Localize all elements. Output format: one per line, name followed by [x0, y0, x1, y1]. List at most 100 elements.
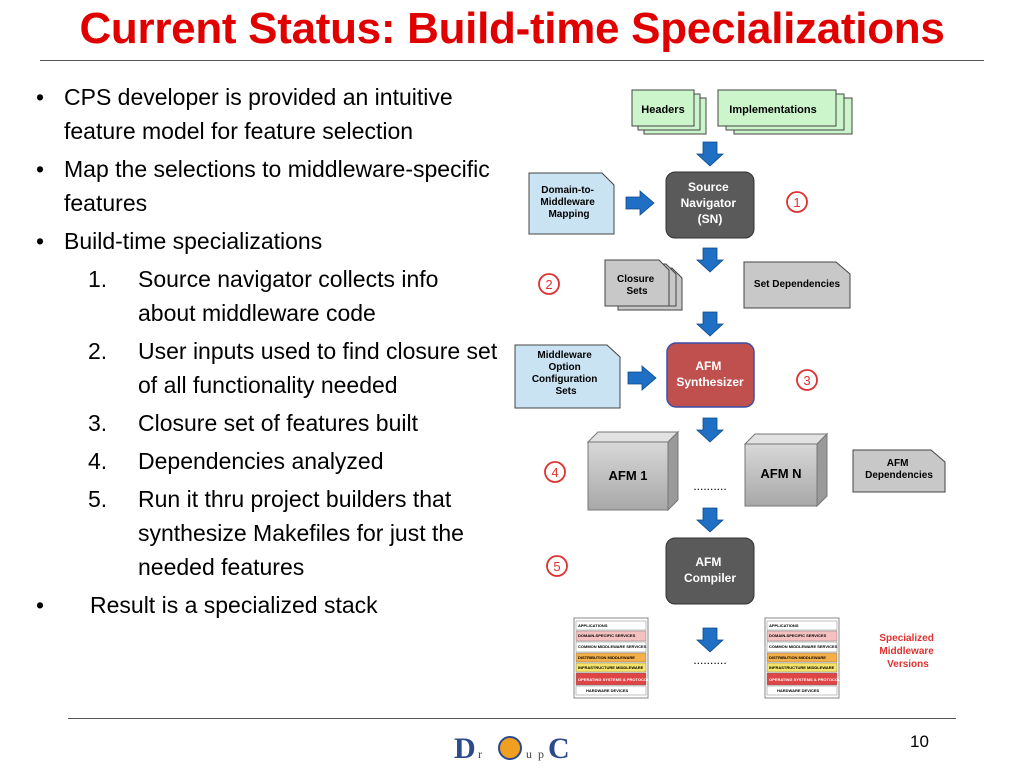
afm-synthesizer-box: AFM Synthesizer [666, 342, 755, 408]
bullet-item: • Build-time specializations [30, 224, 500, 258]
step-circle: 4 [544, 461, 566, 483]
bullet-list: • CPS developer is provided an intuitive… [30, 80, 500, 622]
headers-label: Headers [641, 104, 684, 116]
logo-letter: p [538, 747, 544, 761]
afm-dependencies-doc: AFM Dependencies [852, 449, 946, 493]
bullet-dot: • [36, 228, 45, 254]
stack-layer: DOMAIN-SPECIFIC SERVICES [578, 633, 636, 638]
step-number: 5. [88, 486, 108, 512]
ellipsis: .......... [693, 479, 726, 493]
bullet-dot: • [36, 592, 45, 618]
domain-mapping-line: Mapping [548, 209, 589, 220]
mw-option-line: Configuration [532, 374, 598, 385]
arrow-icon [625, 141, 725, 653]
bullet-text: Map the selections to middleware-specifi… [64, 156, 490, 216]
svg-text:Domain-to- Middleware: Domain-to- Middleware Mapping [540, 185, 597, 220]
mw-option-line: Middleware [537, 350, 592, 361]
svg-text:Specialized Middleware: Specialized Middleware Versions [879, 633, 936, 670]
step-circle-label: 1 [793, 195, 800, 210]
compiler-line: AFM [695, 555, 721, 569]
stack-layer: COMMON MIDDLEWARE SERVICES [578, 644, 647, 649]
result-text: Result is a specialized stack [90, 592, 378, 618]
step-circle: 2 [538, 273, 560, 295]
closure-sets-doc: Closure Sets [604, 259, 683, 311]
logo-letter: u [526, 747, 532, 761]
result-item: • Result is a specialized stack [30, 588, 500, 622]
step-text: Run it thru project builders that synthe… [138, 486, 464, 580]
set-dependencies-label: Set Dependencies [754, 279, 841, 290]
closure-line: Sets [626, 286, 648, 297]
bullet-text: CPS developer is provided an intuitive f… [64, 84, 453, 144]
bullet-item: • CPS developer is provided an intuitive… [30, 80, 500, 148]
footer-rule [68, 718, 956, 719]
ellipsis: .......... [693, 653, 726, 667]
stack-layer: COMMON MIDDLEWARE SERVICES [769, 644, 838, 649]
afm-compiler-box: AFM Compiler [665, 537, 755, 605]
title-rule [40, 60, 984, 61]
step-circle: 1 [786, 191, 808, 213]
step-item: 4. Dependencies analyzed [30, 444, 500, 478]
page-number: 10 [910, 732, 929, 751]
afmn-label: AFM N [760, 466, 801, 481]
domain-mapping-line: Middleware [540, 197, 595, 208]
step-number: 4. [88, 448, 108, 474]
stack-layer: OPERATING SYSTEMS & PROTOCOLS [769, 677, 843, 682]
logo-letter: r [478, 747, 482, 761]
sn-line: Source [688, 180, 729, 194]
afm-dep-line: AFM [887, 458, 909, 469]
bullet-dot: • [36, 84, 45, 110]
step-text: Closure set of features built [138, 410, 418, 436]
middleware-stack-thumbnail: APPLICATIONS DOMAIN-SPECIFIC SERVICES CO… [764, 617, 843, 699]
sn-line: (SN) [698, 212, 723, 226]
stack-layer: DISTRIBUTION MIDDLEWARE [769, 655, 826, 660]
svg-text:AFM Dependencies: AFM Dependencies [865, 458, 933, 481]
step-item: 1. Source navigator collects info about … [30, 262, 500, 330]
svg-text:Closure Sets: Closure Sets [617, 274, 657, 297]
middleware-stack-thumbnail: APPLICATIONS DOMAIN-SPECIFIC SERVICES CO… [573, 617, 652, 699]
step-item: 3. Closure set of features built [30, 406, 500, 440]
synth-line: AFM [695, 359, 721, 373]
afm1-box: AFM 1 [586, 430, 680, 512]
source-navigator-box: Source Navigator (SN) [665, 171, 755, 239]
step-text: Dependencies analyzed [138, 448, 384, 474]
bullet-dot: • [36, 156, 45, 182]
stack-layer: DOMAIN-SPECIFIC SERVICES [769, 633, 827, 638]
step-number: 1. [88, 266, 108, 292]
stack-layer: INFRASTRUCTURE MIDDLEWARE [769, 665, 835, 670]
svg-text:AFM Synthesizer: AFM Synthesizer [676, 359, 744, 389]
set-dependencies-doc: Set Dependencies [743, 261, 851, 309]
middleware-options-doc: Middleware Option Configuration Sets [514, 344, 621, 409]
step-circle-label: 4 [551, 465, 558, 480]
logo-letter: D [454, 732, 476, 764]
stack-layer: HARDWARE DEVICES [777, 688, 820, 693]
sn-line: Navigator [681, 196, 737, 210]
stack-layer: APPLICATIONS [578, 623, 608, 628]
doc-group-logo: D r O u p C [454, 732, 570, 764]
mw-option-line: Sets [555, 386, 577, 397]
step-circle: 3 [796, 369, 818, 391]
bullet-text: Build-time specializations [64, 228, 323, 254]
step-number: 3. [88, 410, 108, 436]
step-circle-label: 5 [553, 559, 560, 574]
step-text: Source navigator collects info about mid… [138, 266, 439, 326]
slide-title: Current Status: Build-time Specializatio… [79, 4, 945, 53]
bullet-item: • Map the selections to middleware-speci… [30, 152, 500, 220]
step-item: 2. User inputs used to find closure set … [30, 334, 500, 402]
specialized-line: Versions [887, 659, 929, 670]
afmn-box: AFM N [743, 432, 829, 508]
step-circle: 5 [546, 555, 568, 577]
step-circle-label: 3 [803, 373, 810, 388]
mw-option-line: Option [549, 362, 581, 373]
step-text: User inputs used to find closure set of … [138, 338, 498, 398]
stack-layer: HARDWARE DEVICES [586, 688, 629, 693]
domain-mapping-line: Domain-to- [541, 185, 594, 196]
synth-line: Synthesizer [676, 375, 744, 389]
step-item: 5. Run it thru project builders that syn… [30, 482, 500, 584]
stack-layer: INFRASTRUCTURE MIDDLEWARE [578, 665, 644, 670]
implementations-label: Implementations [729, 104, 816, 116]
svg-text:Middleware Option: Middleware Option Configuration Sets [532, 350, 600, 397]
step-number: 2. [88, 338, 108, 364]
afm1-label: AFM 1 [609, 468, 648, 483]
implementations-doc: Implementations [717, 89, 853, 135]
